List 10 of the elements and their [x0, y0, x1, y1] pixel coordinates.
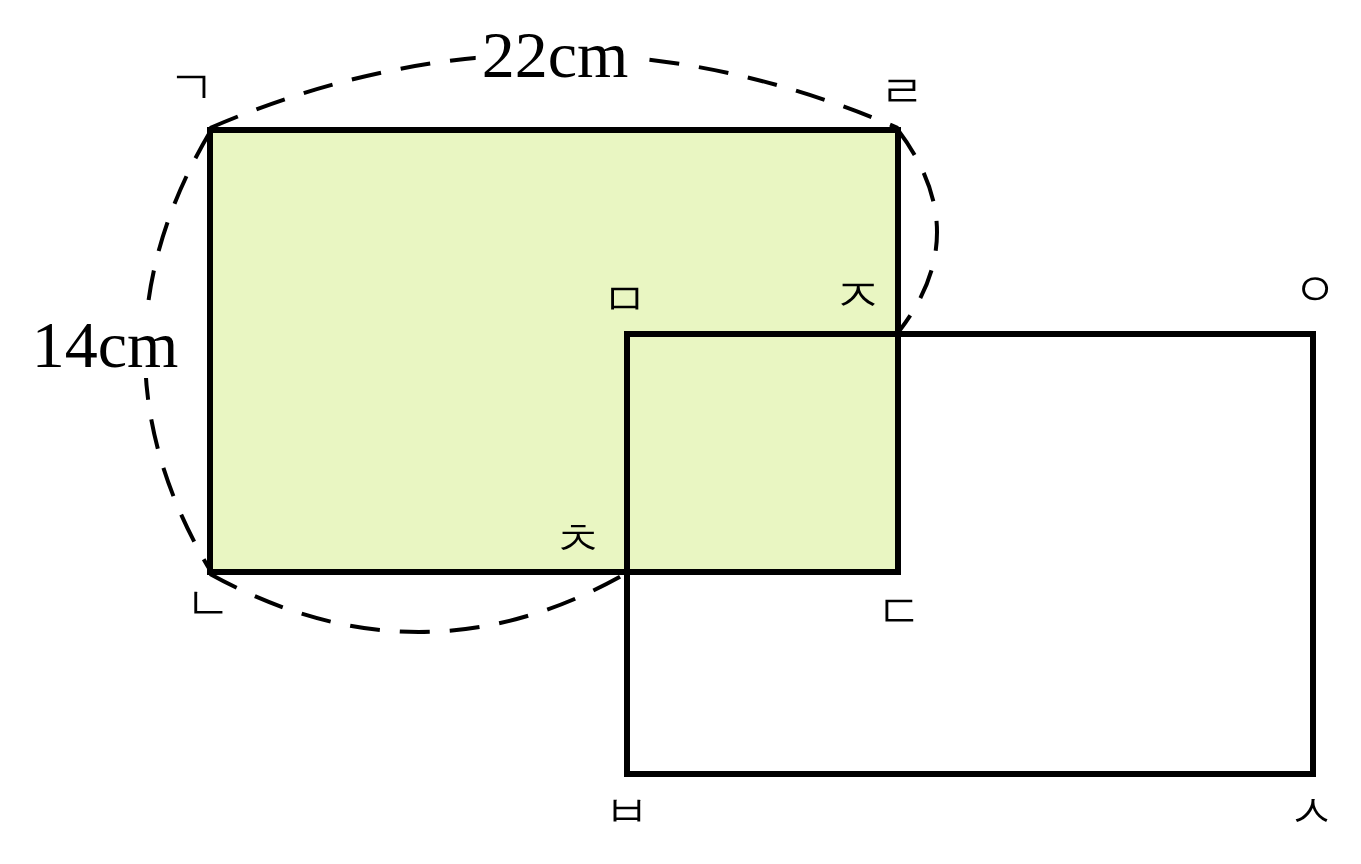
vertex-label: ㄴ	[185, 581, 231, 627]
vertex-label: ㅅ	[1289, 789, 1335, 835]
vertex-label: ㄹ	[879, 69, 925, 115]
vertex-label: ㄱ	[169, 65, 215, 111]
vertex-label: ㅇ	[1292, 267, 1338, 313]
vertex-label: ㅂ	[604, 789, 650, 835]
vertex-label: ㅊ	[555, 517, 601, 563]
vertex-label: ㅈ	[835, 273, 881, 319]
vertex-label: ㅁ	[602, 277, 648, 323]
vertex-label: ㄷ	[877, 589, 923, 635]
